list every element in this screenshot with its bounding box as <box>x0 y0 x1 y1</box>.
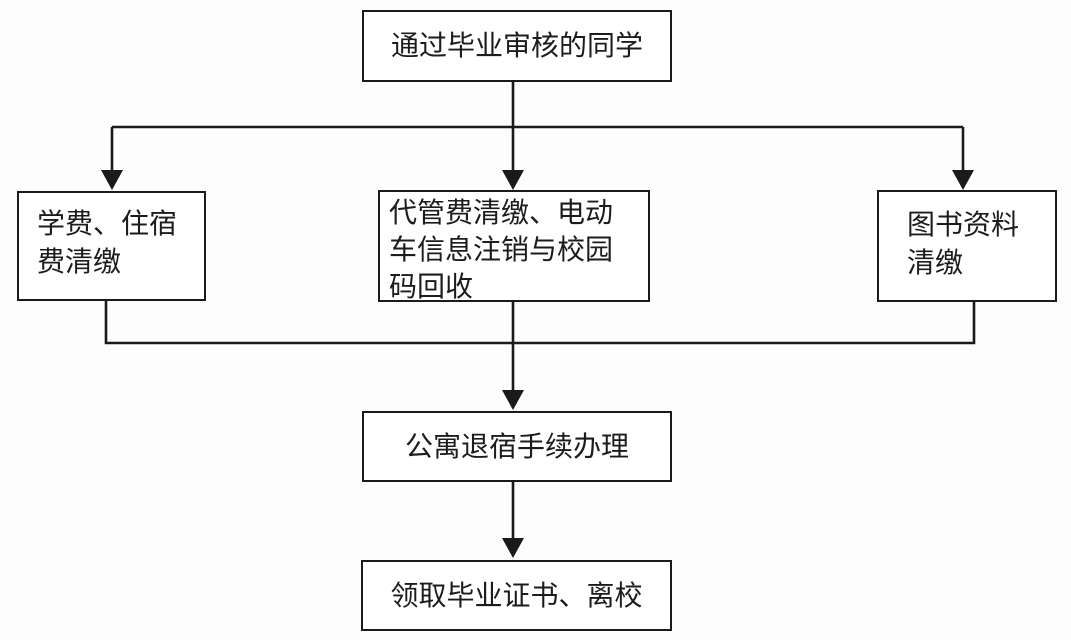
node-library-materials: 图书资料清缴 <box>877 190 1057 302</box>
edge-merge-bar <box>104 301 976 345</box>
arrowhead-fees <box>101 170 123 190</box>
node-diploma-and-leave: 领取毕业证书、离校 <box>361 560 672 631</box>
arrowhead-leave <box>502 538 524 558</box>
arrowhead-library <box>952 170 974 190</box>
arrowhead-misc <box>502 170 524 190</box>
arrowhead-dorm <box>502 390 524 410</box>
node-misc-fees-ebike-campus-code: 代管费清缴、电动车信息注销与校园码回收 <box>378 190 650 302</box>
node-tuition-accommodation-fees: 学费、住宿费清缴 <box>17 191 206 301</box>
node-graduation-review-passed: 通过毕业审核的同学 <box>362 10 672 82</box>
node-dorm-checkout: 公寓退宿手续办理 <box>362 411 672 482</box>
